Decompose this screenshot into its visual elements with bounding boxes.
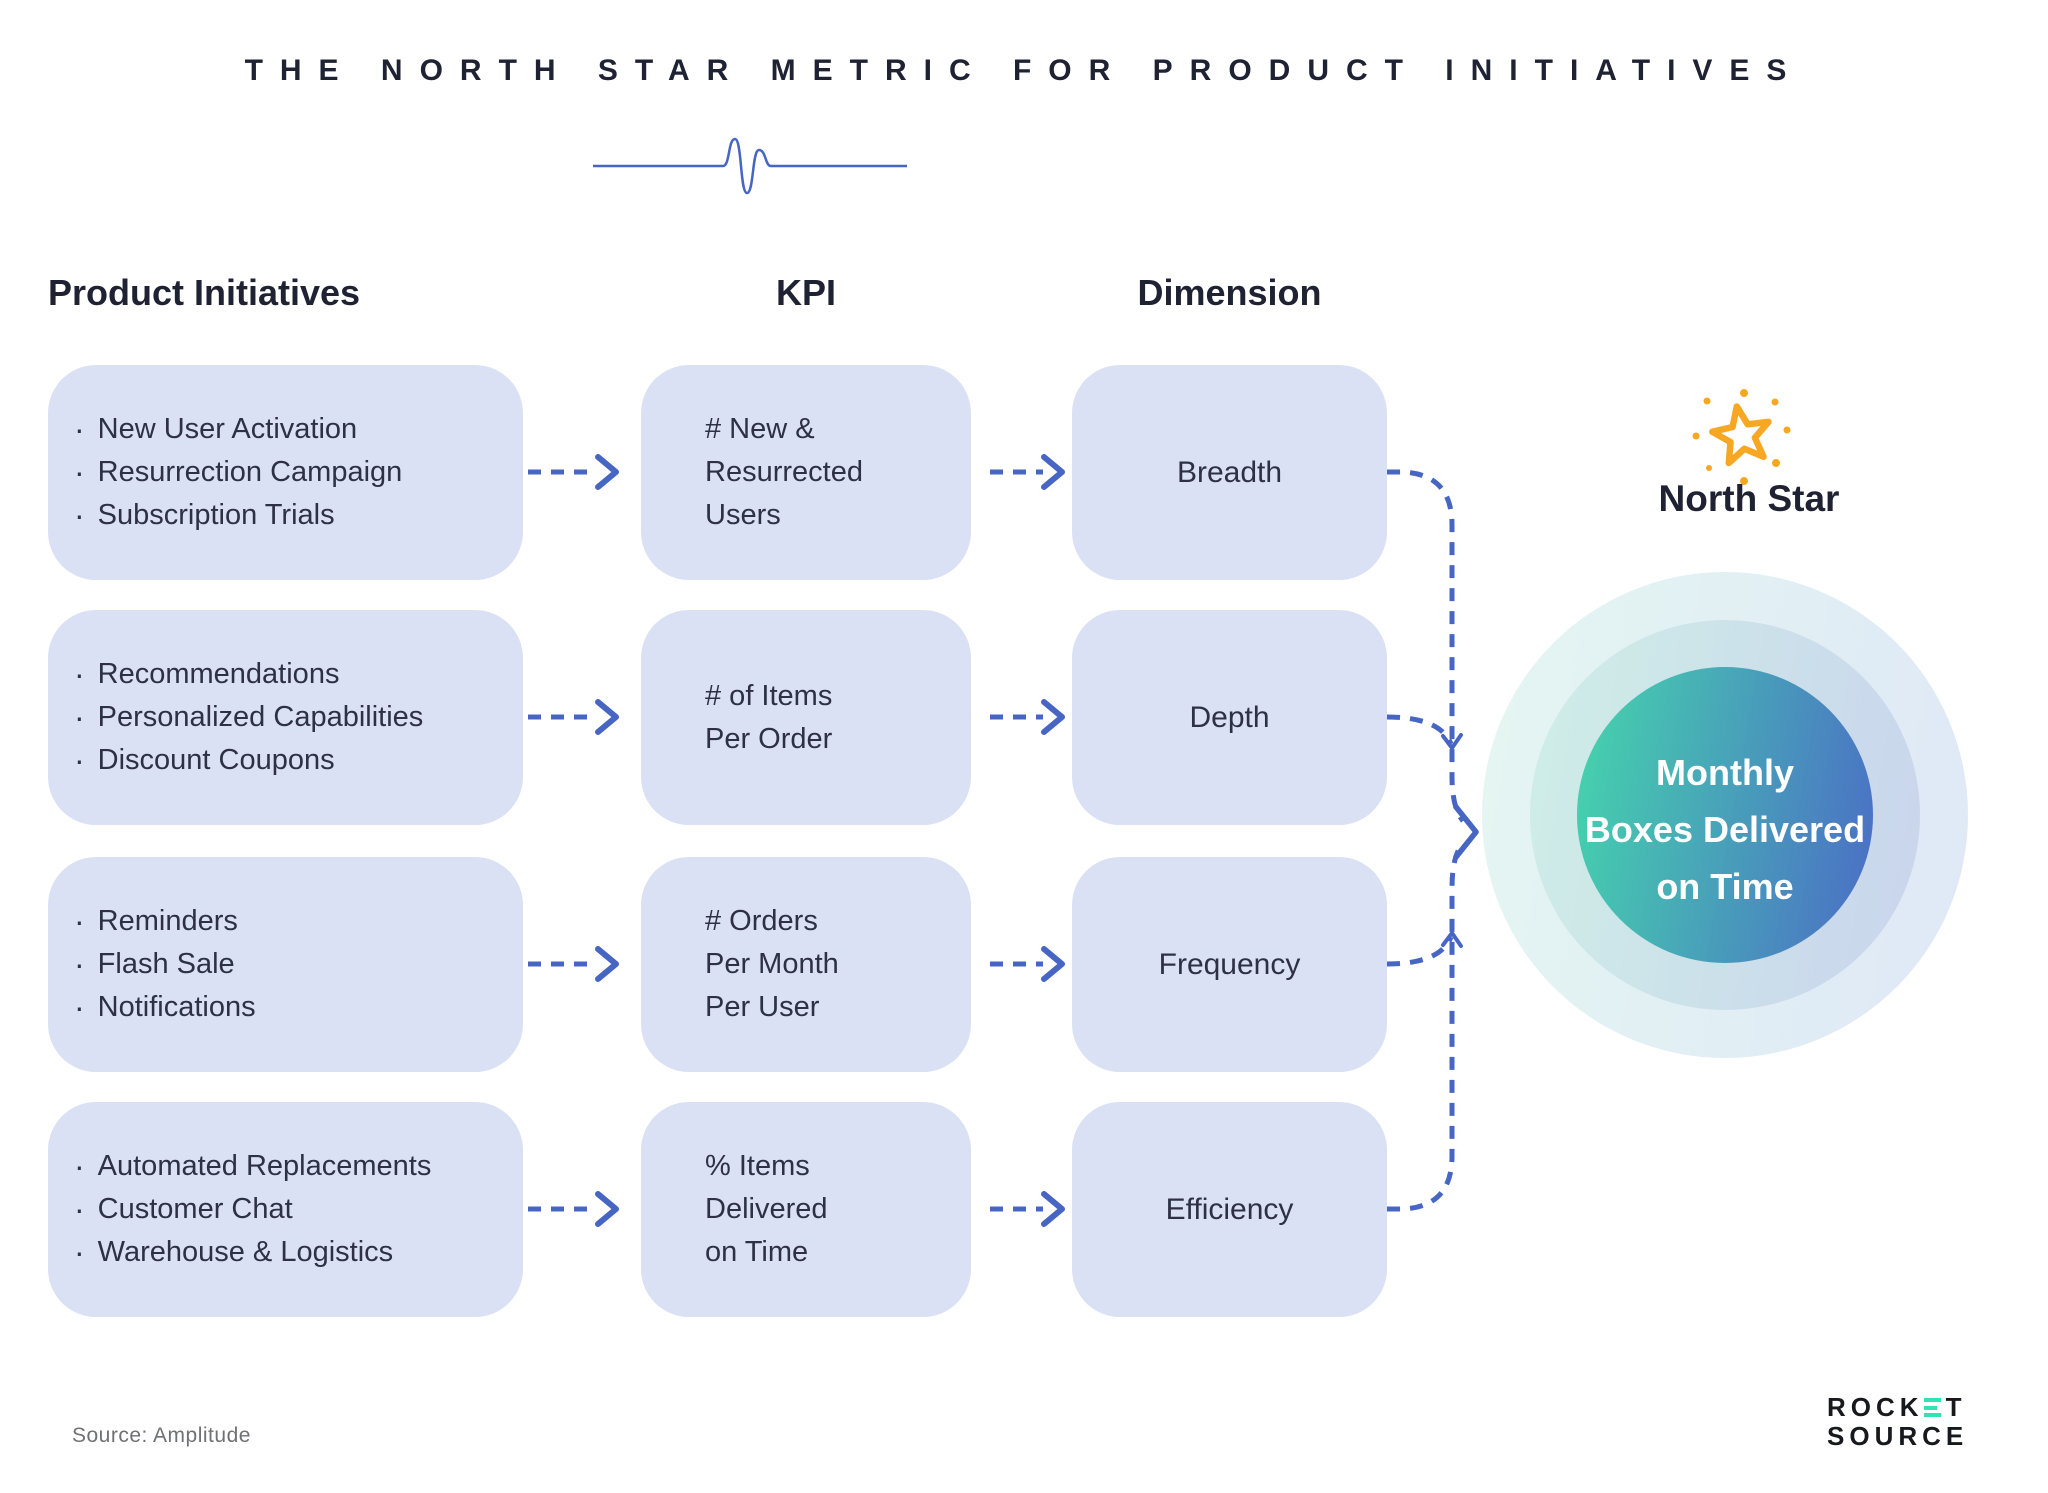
merge-arrow-up-icon <box>1441 929 1463 948</box>
north-star-metric-circle: Monthly Boxes Delivered on Time <box>1577 667 1873 963</box>
initiative-label: Customer Chat <box>97 1193 293 1225</box>
bullet-icon: · <box>74 411 85 447</box>
logo-text-rock: ROCK <box>1827 1392 1924 1422</box>
logo-e-bars-icon <box>1923 1398 1941 1417</box>
initiative-label: Automated Replacements <box>97 1150 432 1182</box>
bullet-icon: · <box>74 1234 85 1270</box>
initiative-label: Reminders <box>97 905 238 937</box>
initiative-item: · Notifications <box>74 986 523 1029</box>
dimension-label: Efficiency <box>1165 1192 1294 1226</box>
dimension-label: Frequency <box>1158 947 1301 981</box>
initiative-item: · Recommendations <box>74 653 523 696</box>
initiative-item: · Resurrection Campaign <box>74 451 523 494</box>
initiative-item: · Reminders <box>74 900 523 943</box>
kpi-label: % Items Delivered on Time <box>705 1150 828 1268</box>
bullet-icon: · <box>74 989 85 1025</box>
dimension-box: Depth <box>1072 610 1387 825</box>
dimension-label: Breadth <box>1176 455 1283 489</box>
initiative-item: · Customer Chat <box>74 1188 523 1231</box>
dimension-box: Frequency <box>1072 857 1387 1072</box>
initiative-item: · Warehouse & Logistics <box>74 1231 523 1274</box>
dimension-box: Efficiency <box>1072 1102 1387 1317</box>
initiative-label: Discount Coupons <box>97 744 335 776</box>
initiative-item: · Flash Sale <box>74 943 523 986</box>
merge-arrow-down-icon <box>1441 733 1463 752</box>
initiative-label: Notifications <box>97 991 256 1023</box>
north-star-label: North Star <box>1658 478 1840 519</box>
initiative-label: Recommendations <box>97 658 340 690</box>
initiatives-box: · Automated Replacements · Customer Chat ·… <box>48 1102 523 1317</box>
logo-text-t: T <box>1945 1392 1967 1422</box>
rocketsource-logo: ROCK T SOURCE <box>1827 1393 1968 1451</box>
convergence-arrow-icon <box>1453 804 1479 860</box>
initiative-label: New User Activation <box>97 413 358 445</box>
kpi-label: # of Items Per Order <box>705 679 833 755</box>
dimension-label: Depth <box>1189 700 1270 734</box>
connector-path <box>1386 469 1466 1212</box>
initiative-item: · Subscription Trials <box>74 494 523 537</box>
initiative-item: · Automated Replacements <box>74 1145 523 1188</box>
initiative-item: · Personalized Capabilities <box>74 696 523 739</box>
dashed-arrow <box>528 469 1043 1212</box>
dimension-box: Breadth <box>1072 365 1387 580</box>
kpi-box: # of Items Per Order <box>641 610 971 825</box>
kpi-label: # Orders Per Month Per User <box>705 905 839 1023</box>
kpi-box: % Items Delivered on Time <box>641 1102 971 1317</box>
initiatives-box: · Recommendations · Personalized Capabilit… <box>48 610 523 825</box>
logo-line-1: ROCK T <box>1827 1393 1968 1422</box>
kpi-label: # New & Resurrected Users <box>705 413 863 531</box>
bullet-icon: · <box>74 1148 85 1184</box>
column-header-kpi: KPI <box>775 272 836 313</box>
initiative-label: Resurrection Campaign <box>97 456 403 488</box>
kpi-box: # New & Resurrected Users <box>641 365 971 580</box>
column-header-initiatives: Product Initiatives <box>48 272 361 313</box>
north-star-metric-text: Monthly Boxes Delivered on Time <box>1584 751 1866 907</box>
bullet-icon: · <box>74 903 85 939</box>
initiative-item: · Discount Coupons <box>74 739 523 782</box>
initiatives-box: · New User Activation · Resurrection Campa… <box>48 365 523 580</box>
logo-line-2: SOURCE <box>1827 1421 1969 1451</box>
bullet-icon: · <box>74 497 85 533</box>
bullet-icon: · <box>74 742 85 778</box>
bullet-icon: · <box>74 454 85 490</box>
bullet-icon: · <box>74 699 85 735</box>
initiative-item: · New User Activation <box>74 408 523 451</box>
initiative-label: Personalized Capabilities <box>97 701 424 733</box>
initiative-label: Flash Sale <box>97 948 235 980</box>
bullet-icon: · <box>74 656 85 692</box>
initiative-label: Warehouse & Logistics <box>97 1236 394 1268</box>
bullet-icon: · <box>74 946 85 982</box>
divider-squiggle-icon <box>593 137 907 195</box>
initiatives-box: · Reminders · Flash Sale · Notifications <box>48 857 523 1072</box>
page-title: THE NORTH STAR METRIC FOR PRODUCT INITIA… <box>244 54 1804 87</box>
north-star-icon <box>1692 389 1791 485</box>
column-header-dimension: Dimension <box>1137 272 1322 313</box>
bullet-icon: · <box>74 1191 85 1227</box>
initiative-label: Subscription Trials <box>97 499 335 531</box>
source-credit: Source: Amplitude <box>72 1424 251 1447</box>
kpi-box: # Orders Per Month Per User <box>641 857 971 1072</box>
